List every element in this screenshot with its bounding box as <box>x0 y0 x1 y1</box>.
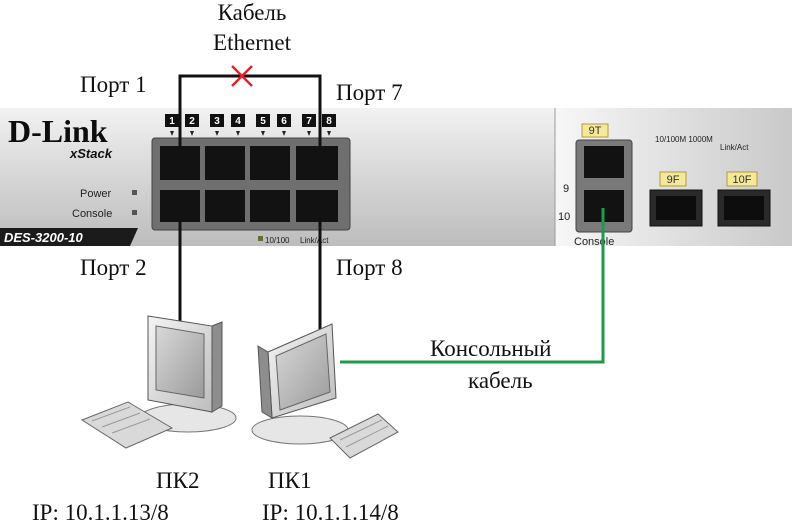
pc1-screen <box>275 333 331 411</box>
series-label: xStack <box>69 146 113 161</box>
rj45-port-7 <box>296 146 338 180</box>
port-number-box <box>165 114 179 127</box>
brand-logo: D-Link <box>8 113 108 149</box>
pc2 <box>80 315 237 449</box>
port2-label: Порт 2 <box>80 255 147 280</box>
console-port-label: Console <box>574 236 614 248</box>
port-number-box <box>185 114 199 127</box>
side-label-9: 9 <box>563 183 569 195</box>
port-number: 8 <box>326 116 332 127</box>
power-led <box>132 190 137 195</box>
pc1-name: ПК1 <box>268 468 311 493</box>
port7-label: Порт 7 <box>336 80 403 105</box>
pc2-screen <box>155 325 205 399</box>
port-number-box <box>277 114 291 127</box>
port-number-box <box>231 114 245 127</box>
port-number-box <box>256 114 270 127</box>
legend-linkact: Link/Act <box>300 236 329 245</box>
port-number: 1 <box>169 116 175 127</box>
switch: D-Link xStack Power Console DES-3200-10 … <box>0 108 792 248</box>
port-led-row <box>170 131 331 136</box>
port-number: 3 <box>214 116 220 127</box>
port-number-row: 1 2 3 4 5 6 7 8 <box>165 114 336 127</box>
cable-label-line2: Ethernet <box>213 30 292 55</box>
port-number: 6 <box>281 116 287 127</box>
console-led-label: Console <box>72 208 112 220</box>
console-cable-label-line1: Консольный <box>430 336 551 361</box>
tag-10f <box>726 171 758 187</box>
ethernet-loop-cable <box>178 74 322 150</box>
pc1-keyboard <box>329 413 399 459</box>
console-cable-label-line2: кабель <box>468 368 533 393</box>
port-number-box <box>322 114 336 127</box>
rj45-port-3 <box>205 146 245 180</box>
cross-mark-icon <box>231 65 253 87</box>
label-9f: 9F <box>667 174 680 186</box>
combo-linkact-legend: Link/Act <box>720 143 749 152</box>
speed-led-icon <box>258 236 263 241</box>
port-number: 5 <box>260 116 266 127</box>
port-number: 2 <box>189 116 195 127</box>
pc1-ip: IP: 10.1.1.14/8 <box>262 500 399 525</box>
pc2-ip: IP: 10.1.1.13/8 <box>32 500 169 525</box>
port-number-box <box>210 114 224 127</box>
port-number-box <box>302 114 316 127</box>
console-led <box>132 210 137 215</box>
cable-label-line1: Кабель <box>218 0 287 25</box>
tag-9t <box>581 123 609 138</box>
model-badge <box>0 228 138 246</box>
legend-speed: 10/100 <box>265 236 290 245</box>
label-10f: 10F <box>733 174 752 186</box>
port1-label: Порт 1 <box>80 72 147 97</box>
pc2-keyboard <box>80 401 174 449</box>
rj45-port-4 <box>205 190 245 222</box>
console-cable <box>340 208 605 364</box>
pc1 <box>251 323 399 459</box>
pc2-name: ПК2 <box>156 468 199 493</box>
port-number: 7 <box>306 116 312 127</box>
model-label: DES-3200-10 <box>4 230 84 245</box>
port8-label: Порт 8 <box>336 255 403 280</box>
power-label: Power <box>80 188 112 200</box>
rj45-port-9t <box>584 146 624 178</box>
combo-speed-legend: 10/100M 1000M <box>655 135 713 144</box>
side-label-10: 10 <box>558 211 570 223</box>
rj45-port-5 <box>250 146 290 180</box>
port-number: 4 <box>235 116 241 127</box>
rj45-port-8 <box>296 190 338 222</box>
rj45-port-1 <box>160 146 200 180</box>
tag-9f <box>659 171 687 187</box>
label-9t: 9T <box>589 125 602 137</box>
rj45-port-6 <box>250 190 290 222</box>
